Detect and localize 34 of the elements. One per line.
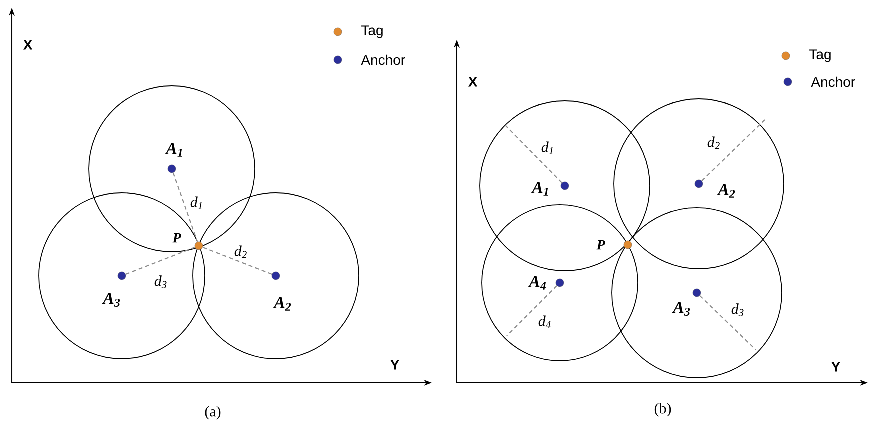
edge-label: d$_{2}$ [234,246,247,258]
anchor-dot [168,164,176,174]
axis-label: Y [832,362,840,372]
edge-label: d$_{1}$ [190,196,202,210]
axis-label: X [23,40,33,50]
point-label: P [172,233,182,243]
anchor-label: A$_{3}$ [102,293,120,307]
panel-caption: (b) [654,403,672,417]
anchor-dot [694,180,704,188]
anchor-label: A$_{1}$ [165,143,182,157]
distance-line [202,246,272,275]
anchor-label: A$_{4}$ [528,276,546,290]
panel-caption: (a) [205,406,221,420]
legend-label: Tag [810,50,831,62]
anchor-dot [556,278,564,288]
distance-line [126,246,196,275]
point-label: P [596,240,606,250]
axis-label: X [468,77,478,87]
anchor-label: A$_{2}$ [717,184,736,198]
axis-label: Y [390,360,400,370]
tag-dot [194,242,204,250]
anchor-dot [272,272,280,280]
legend-label: Anchor [361,54,406,66]
legend-label: Anchor [811,76,856,88]
anchor-label: A$_{2}$ [273,297,292,311]
edge-label: d$_{3}$ [154,276,167,288]
anchor-dot [118,272,126,280]
legend-label: Tag [362,26,383,38]
distance-line [172,172,198,242]
anchor-label: A$_{3}$ [672,302,690,316]
tag-dot [624,240,632,250]
anchor-label: A$_{1}$ [531,182,548,196]
anchor-dot [560,182,570,190]
anchor-dot [692,288,702,298]
